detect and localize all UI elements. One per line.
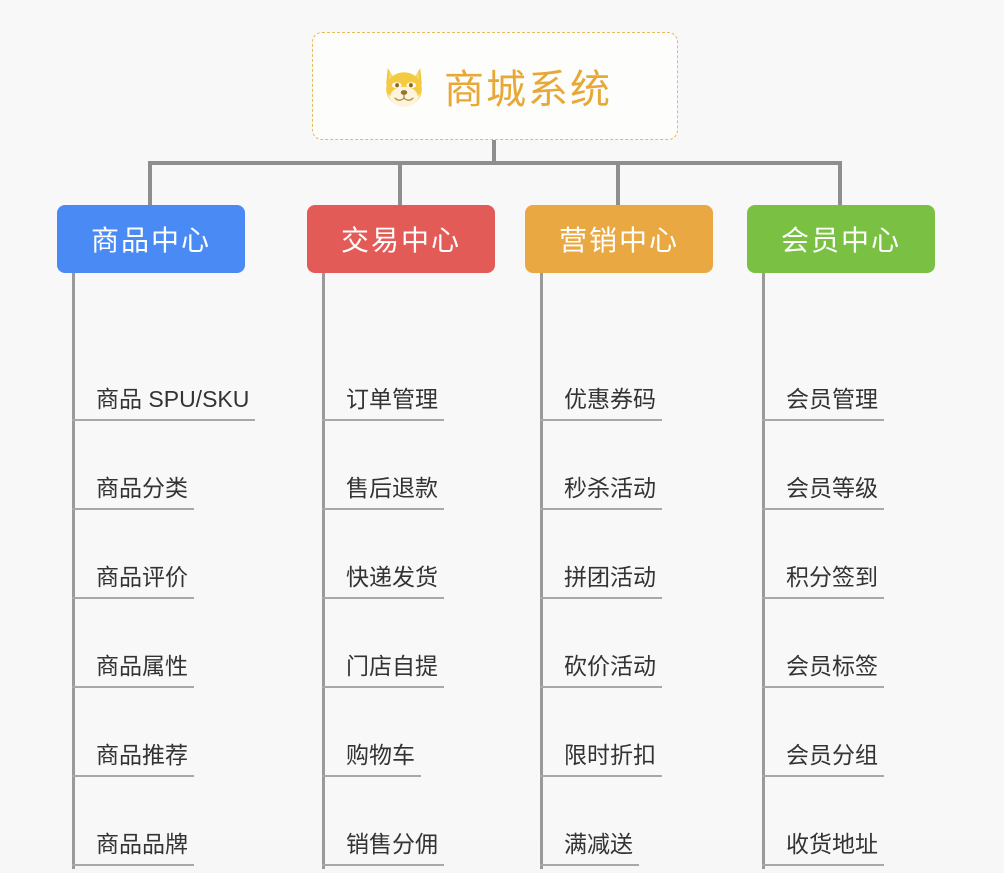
leaf-label: 会员等级 [762, 475, 884, 510]
branch-header-label: 营销中心 [558, 225, 679, 256]
leaf-item[interactable]: 会员等级 [762, 421, 884, 510]
leaf-item[interactable]: 砍价活动 [540, 599, 662, 688]
leaf-label: 商品品牌 [72, 831, 194, 866]
leaf-label: 售后退款 [322, 475, 444, 510]
leaf-label: 积分签到 [762, 564, 884, 599]
leaf-label: 快递发货 [322, 564, 444, 599]
leaf-item[interactable]: 商品 SPU/SKU [72, 332, 256, 421]
leaf-label: 拼团活动 [540, 564, 662, 599]
branch-items-3: 优惠券码 秒杀活动 拼团活动 砍价活动 限时折扣 满减送 [525, 273, 713, 873]
connector-horizontal-bus [148, 161, 842, 165]
branch-header-label: 会员中心 [780, 225, 901, 256]
connector-drop-1 [148, 161, 152, 205]
leaf-item[interactable]: 会员管理 [762, 332, 884, 421]
leaf-item[interactable]: 销售分佣 [322, 777, 444, 866]
branch-header-4[interactable]: 会员中心 [747, 205, 935, 273]
leaf-label: 商品评价 [72, 564, 194, 599]
leaf-label: 商品属性 [72, 653, 194, 688]
branch-items-2: 订单管理 售后退款 快递发货 门店自提 购物车 销售分佣 [307, 273, 495, 873]
branch-header-2[interactable]: 交易中心 [307, 205, 495, 273]
branch-header-label: 交易中心 [340, 225, 461, 256]
branch-items-4: 会员管理 会员等级 积分签到 会员标签 会员分组 收货地址 [747, 273, 935, 873]
branch-header-1[interactable]: 商品中心 [57, 205, 245, 273]
leaf-label: 门店自提 [322, 653, 444, 688]
leaf-label: 优惠券码 [540, 386, 662, 421]
leaf-label: 满减送 [540, 831, 639, 866]
leaf-item[interactable]: 限时折扣 [540, 688, 662, 777]
leaf-item[interactable]: 购物车 [322, 688, 421, 777]
leaf-label: 商品分类 [72, 475, 194, 510]
leaf-item[interactable]: 订单管理 [322, 332, 444, 421]
leaf-label: 收货地址 [762, 831, 884, 866]
leaf-label: 会员管理 [762, 386, 884, 421]
mindmap-canvas: 商城系统 商品中心 商品 SPU/SKU 商品分类 商品评价 商品属性 商品推荐… [57, 32, 935, 869]
branch-spine-4 [762, 273, 765, 869]
leaf-item[interactable]: 拼团活动 [540, 510, 662, 599]
leaf-label: 会员标签 [762, 653, 884, 688]
leaf-item[interactable]: 商品属性 [72, 599, 194, 688]
leaf-item[interactable]: 会员标签 [762, 599, 884, 688]
branch-spine-2 [322, 273, 325, 869]
leaf-item[interactable]: 满减送 [540, 777, 639, 866]
root-title: 商城系统 [444, 68, 612, 112]
leaf-item[interactable]: 商品分类 [72, 421, 194, 510]
root-node[interactable]: 商城系统 [312, 32, 678, 140]
leaf-label: 秒杀活动 [540, 475, 662, 510]
connector-drop-4 [838, 161, 842, 205]
leaf-label: 销售分佣 [322, 831, 444, 866]
connector-drop-2 [398, 161, 402, 205]
branch-spine-1 [72, 273, 75, 869]
leaf-label: 订单管理 [322, 386, 444, 421]
leaf-item[interactable]: 门店自提 [322, 599, 444, 688]
leaf-item[interactable]: 售后退款 [322, 421, 444, 510]
leaf-label: 购物车 [322, 742, 421, 777]
leaf-item[interactable]: 商品评价 [72, 510, 194, 599]
leaf-item[interactable]: 会员分组 [762, 688, 884, 777]
leaf-item[interactable]: 商品品牌 [72, 777, 194, 866]
leaf-item[interactable]: 积分签到 [762, 510, 884, 599]
branch-column-4: 会员中心 会员管理 会员等级 积分签到 会员标签 会员分组 收货地址 [747, 205, 935, 873]
leaf-label: 会员分组 [762, 742, 884, 777]
leaf-label: 砍价活动 [540, 653, 662, 688]
leaf-label: 商品推荐 [72, 742, 194, 777]
branch-items-1: 商品 SPU/SKU 商品分类 商品评价 商品属性 商品推荐 商品品牌 [57, 273, 256, 873]
branch-column-3: 营销中心 优惠券码 秒杀活动 拼团活动 砍价活动 限时折扣 满减送 [525, 205, 713, 873]
leaf-item[interactable]: 秒杀活动 [540, 421, 662, 510]
leaf-item[interactable]: 快递发货 [322, 510, 444, 599]
branch-column-1: 商品中心 商品 SPU/SKU 商品分类 商品评价 商品属性 商品推荐 商品品牌 [57, 205, 256, 873]
leaf-label: 限时折扣 [540, 742, 662, 777]
branch-header-3[interactable]: 营销中心 [525, 205, 713, 273]
leaf-item[interactable]: 收货地址 [762, 777, 884, 866]
leaf-item[interactable]: 优惠券码 [540, 332, 662, 421]
leaf-label: 商品 SPU/SKU [72, 386, 256, 421]
branch-header-label: 商品中心 [90, 225, 211, 256]
branch-spine-3 [540, 273, 543, 869]
leaf-item[interactable]: 商品推荐 [72, 688, 194, 777]
connector-drop-3 [616, 161, 620, 205]
branch-column-2: 交易中心 订单管理 售后退款 快递发货 门店自提 购物车 销售分佣 [307, 205, 495, 873]
dog-face-icon [378, 60, 430, 112]
connector-root-stem [492, 140, 496, 164]
